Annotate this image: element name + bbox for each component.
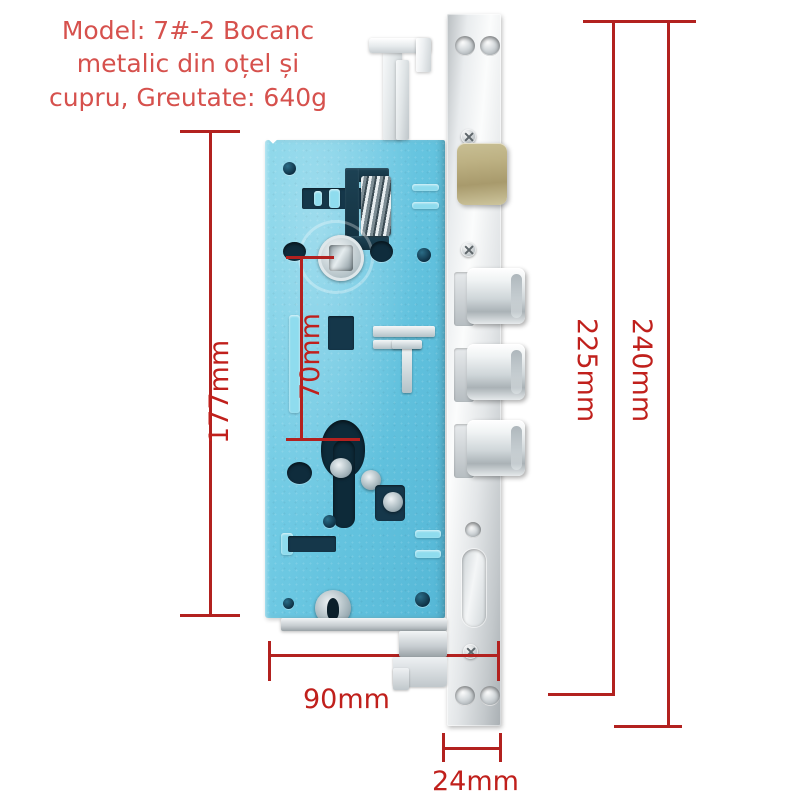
dimension-line-24 bbox=[442, 747, 502, 750]
case-vent-slot-3 bbox=[415, 530, 441, 538]
case-vent-slot-2 bbox=[412, 202, 439, 209]
faceplate-mount-hole-top-left bbox=[455, 36, 475, 56]
deadbolt-3 bbox=[467, 420, 525, 476]
blue-lock-case bbox=[261, 121, 445, 626]
deadbolt-1 bbox=[467, 268, 525, 324]
hook-latch-tip bbox=[416, 38, 431, 72]
product-description: Model: 7#-2 Bocanc metalic din oțel și c… bbox=[28, 14, 348, 114]
slide-roller-a bbox=[314, 191, 322, 206]
case-screw-lower-mid bbox=[323, 515, 336, 528]
description-line-3: cupru, Greutate: 640g bbox=[48, 82, 328, 112]
dimension-cap-225-bottom bbox=[548, 693, 614, 696]
dimension-label-90: 90mm bbox=[303, 684, 390, 715]
description-line-2: metalic din oțel și bbox=[76, 49, 300, 79]
dimension-cap-70-top bbox=[286, 256, 334, 259]
vertical-link-rod bbox=[402, 345, 412, 393]
slide-roller-b bbox=[329, 189, 340, 208]
cylinder-pin-hole bbox=[465, 522, 481, 538]
dimension-cap-70-bottom bbox=[286, 438, 360, 441]
dimension-label-24: 24mm bbox=[432, 766, 519, 797]
dimension-cap-90-right bbox=[497, 641, 500, 681]
fixing-hole-right bbox=[370, 241, 393, 262]
latch-pivot bbox=[383, 492, 403, 512]
case-bottom-tab bbox=[393, 668, 409, 690]
faceplate-screw-upper bbox=[461, 129, 476, 144]
brass-latch-bolt bbox=[457, 143, 507, 205]
dimension-cap-90-left bbox=[268, 641, 271, 681]
dimension-cap-240-bottom bbox=[614, 725, 682, 728]
dimension-cap-225-top bbox=[583, 20, 643, 23]
dimension-label-225: 225mm bbox=[571, 318, 602, 423]
hook-latch-arm bbox=[369, 38, 431, 53]
description-line-1: Model: 7#-2 Bocanc bbox=[61, 16, 315, 45]
case-bottom-stub bbox=[399, 631, 447, 657]
case-chamfer bbox=[261, 121, 285, 144]
case-screw-bottom-right bbox=[415, 592, 430, 607]
dimension-cap-177-bottom bbox=[180, 614, 240, 617]
rack-teeth-block bbox=[328, 316, 354, 350]
case-vent-slot-1 bbox=[412, 184, 439, 191]
dimension-label-177: 177mm bbox=[204, 339, 235, 444]
case-screw-boss-top-left bbox=[283, 162, 296, 175]
cylinder-cam-a bbox=[330, 458, 352, 478]
follower-rail bbox=[289, 315, 300, 413]
link-rod-cap bbox=[392, 340, 422, 349]
deadbolt-2 bbox=[467, 344, 525, 400]
dimension-cap-177-top bbox=[180, 130, 240, 133]
case-vent-slot-4 bbox=[415, 550, 441, 558]
case-hole-lower-left bbox=[287, 462, 312, 484]
lower-slide-bar bbox=[288, 536, 336, 552]
dimension-line-177 bbox=[209, 130, 212, 617]
dimension-label-240: 240mm bbox=[626, 318, 657, 423]
dimension-line-240 bbox=[667, 20, 670, 728]
case-bottom-flange bbox=[281, 618, 447, 631]
dimension-line-225 bbox=[612, 20, 615, 696]
faceplate-screw-mid bbox=[461, 242, 476, 257]
cylinder-access-slot bbox=[462, 549, 486, 627]
cylinder-cutout-stem bbox=[333, 440, 355, 528]
dimension-cap-24-left bbox=[442, 733, 445, 762]
dimension-line-70 bbox=[300, 256, 303, 441]
case-screw-mid-right bbox=[417, 248, 431, 262]
case-screw-bottom-left bbox=[283, 598, 294, 609]
dimension-label-70: 70mm bbox=[295, 313, 326, 400]
faceplate-mount-hole-bottom-right bbox=[480, 686, 500, 706]
compression-spring bbox=[361, 176, 391, 236]
dimension-line-90 bbox=[268, 654, 500, 657]
dimension-cap-240-top bbox=[622, 20, 696, 23]
dimension-cap-24-right bbox=[499, 733, 502, 762]
faceplate-mount-hole-bottom-left bbox=[455, 686, 475, 706]
keyway-slot bbox=[327, 598, 339, 620]
faceplate-mount-hole-top-right bbox=[480, 36, 500, 56]
connecting-bar-upper bbox=[373, 326, 435, 337]
hook-latch-guide bbox=[396, 60, 409, 140]
